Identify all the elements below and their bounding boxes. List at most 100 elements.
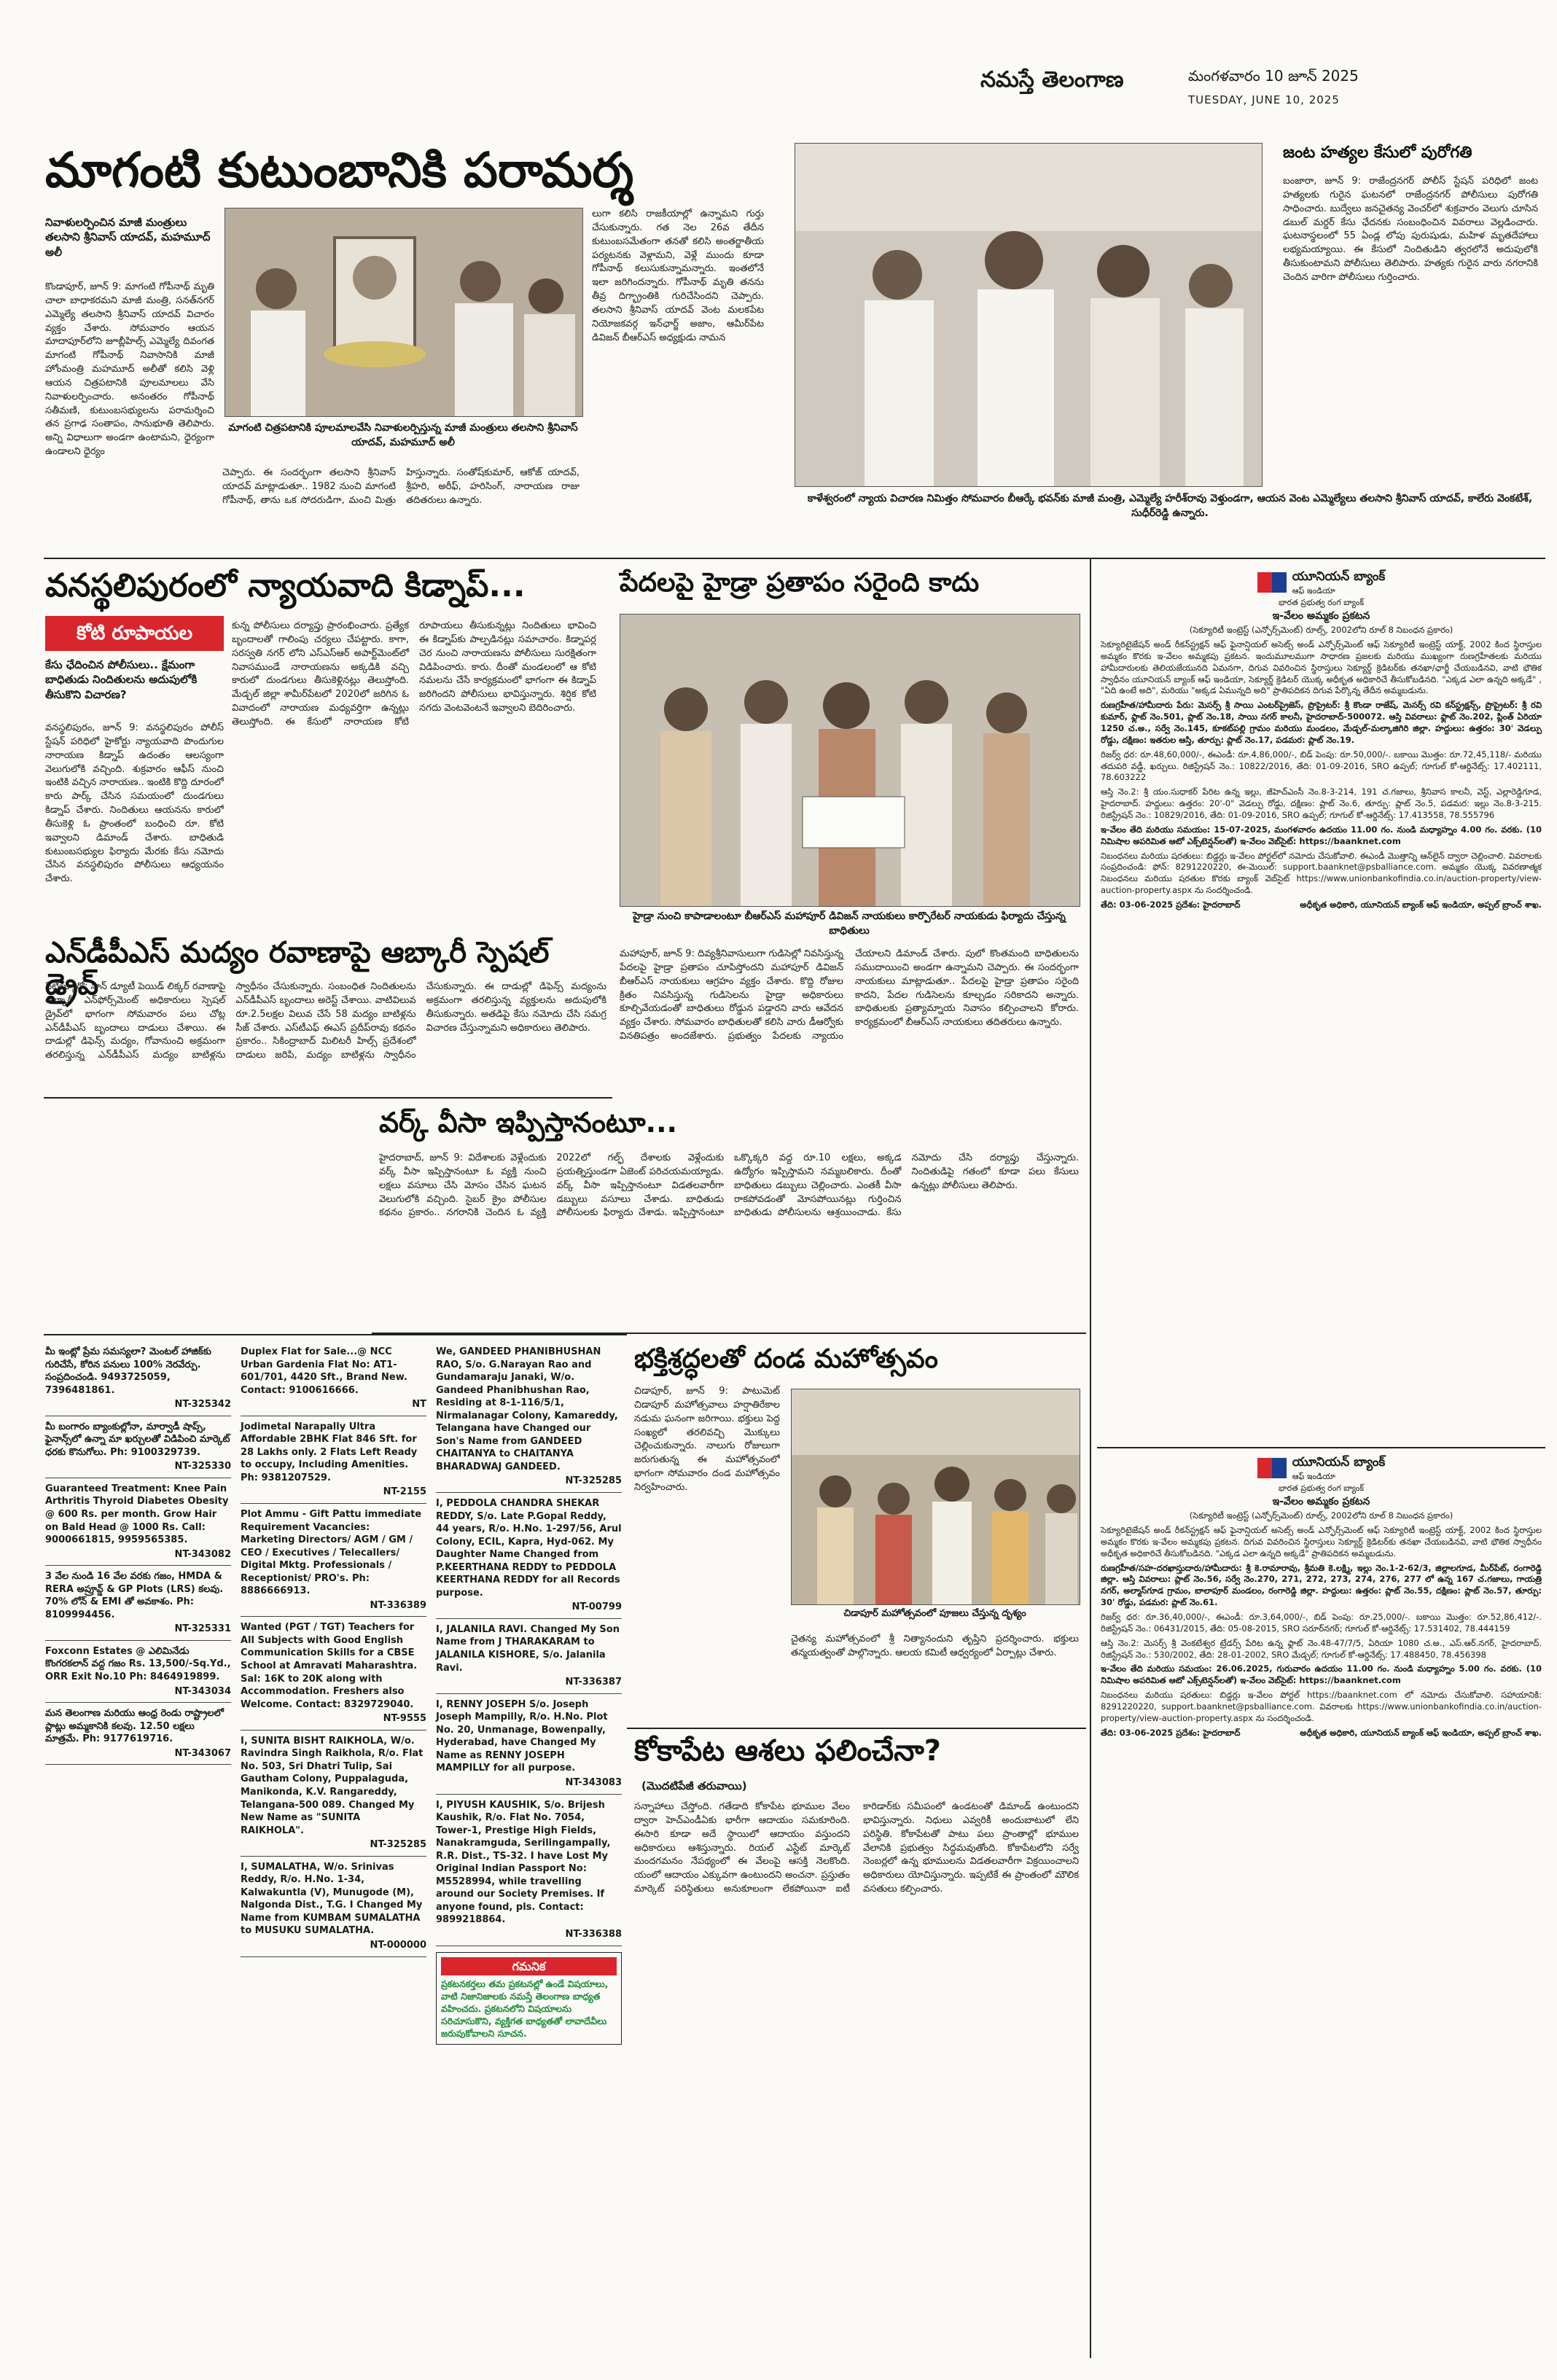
divider	[44, 1097, 612, 1099]
workvisa-headline: వర్క్ వీసా ఇప్పిస్తానంటూ...	[379, 1107, 677, 1139]
classified-text: Duplex Flat for Sale...@ NCC Urban Garde…	[241, 1346, 407, 1396]
classified-code: NT-336387	[565, 1677, 622, 1688]
maganti-col2: చెప్పారు. ఈ సందర్భంగా తలసాని శ్రీనివాస్ …	[222, 467, 580, 547]
classified-code: NT-325285	[370, 1839, 426, 1851]
notice-terms: నిబంధనలు మరియు షరతులు: బిడ్డర్లు ఇ-వేలం …	[1101, 850, 1542, 896]
festival-crowd-photo	[792, 1389, 1080, 1604]
bank-sub: భారత ప్రభుత్వ రంగ బ్యాంక్	[1278, 597, 1365, 607]
murders-photo-caption: కాళేశ్వరంలో న్యాయ విచారణ నిమిత్తం సోమవార…	[807, 493, 1533, 519]
murders-headline: జంట హత్యల కేసులో పురోగతి	[1283, 144, 1472, 162]
classified-text: మీ ఇంట్లో ప్రేమ సమస్యలా? మెంటల్ హాజిక్‌క…	[45, 1346, 211, 1396]
classified-text: I, JALANILA RAVI. Changed My Son Name fr…	[436, 1623, 620, 1674]
maganti-col4-text: హిస్తున్నారు. సంతోష్‌కుమార్, ఆకోజ్ యాదవ్…	[406, 467, 580, 506]
people-photo-illustration	[225, 208, 582, 416]
notice-signature-row: తేది: 03-06-2025 ప్రదేశం: హైదరాబాద్ అధీక…	[1101, 900, 1542, 911]
bhakti-photo	[791, 1389, 1080, 1605]
hydra-photo	[620, 614, 1080, 907]
notice-title: ఇ-వేలం అమ్మకం ప్రకటన	[1272, 609, 1370, 622]
protesters-photo	[620, 614, 1080, 906]
note-box: గమనిక ప్రకటనకర్తలు తమ ప్రకటనల్లో ఉండే వి…	[436, 1951, 622, 2045]
hydra-body: మహాపూర్, జూన్ 9: దివ్యశ్రీనివాసులుగా గుడ…	[620, 948, 1079, 1232]
bank-sub: భారత ప్రభుత్వ రంగ బ్యాంక్	[1278, 1483, 1365, 1493]
paper-name: నమస్తే తెలంగాణ	[980, 67, 1124, 93]
notice-footer: ఇ-వేలం తేది మరియు సమయం: 26.06.2025, గురు…	[1101, 1663, 1542, 1686]
notice-body: సెక్యూరిటైజేషన్ అండ్ రీకన్‌స్ట్రక్షన్ ఆఫ…	[1101, 1524, 1542, 1558]
hydra-col1-text: మహాపూర్, జూన్ 9: దివ్యశ్రీనివాసులుగా గుడ…	[620, 948, 961, 1042]
classified-ad: Foxconn Estates @ ఎలిమినేడు కొంగరకలాన్ వ…	[45, 1641, 231, 1704]
classified-text: I, SUNITA BISHT RAIKHOLA, W/o. Ravindra …	[241, 1735, 424, 1836]
workvisa-body: హైదరాబాద్, జూన్ 9: విదేశాలకు వెళ్లేందుకు…	[379, 1152, 1079, 1327]
classified-ad: I, RENNY JOSEPH S/o. Joseph Joseph Mampi…	[436, 1694, 622, 1795]
classified-ad: Plot Ammu - Gift Pattu immediate Require…	[241, 1504, 426, 1618]
classified-code: NT-343082	[174, 1548, 231, 1560]
hydra-caption: హైడ్రా నుంచి కాపాడాలంటూ బీఆర్ఎస్ మహాపూర్…	[633, 910, 1066, 937]
classified-text: I, SUMALATHA, W/o. Srinivas Reddy, R/o. …	[241, 1861, 423, 1937]
notice-sign: అధీకృత అధికారి, యూనియన్ బ్యాంక్ ఆఫ్ ఇండి…	[1300, 1727, 1542, 1738]
note-box-title: గమనిక	[441, 1956, 617, 1976]
notice-sign-date: తేది: 03-06-2025 ప్రదేశం: హైదరాబాద్	[1101, 1727, 1241, 1738]
notice-sign-date: తేది: 03-06-2025 ప్రదేశం: హైదరాబాద్	[1101, 900, 1241, 910]
murders-photo	[795, 143, 1263, 487]
kokapet-col1-text: సన్నాహాలు చేస్తోంది. గతేడాది కోకాపేట భూమ…	[634, 1801, 850, 1868]
classified-code: NT-343083	[565, 1776, 622, 1788]
murders-body: బంజారా, జూన్ 9: రాజేంద్రనగర్ పోలీస్ స్టే…	[1283, 176, 1538, 283]
classified-text: Jodimetal Narapally Ultra Affordable 2BH…	[241, 1421, 418, 1483]
divider	[1090, 558, 1091, 2358]
hydra-headline: పేదలపై హైడ్రా ప్రతాపం సరైంది కాదు	[620, 568, 980, 598]
classified-code: NT	[412, 1399, 426, 1411]
classified-code: NT-325342	[174, 1399, 231, 1411]
classified-code: NT-336388	[565, 1928, 622, 1940]
classified-code: NT-325285	[565, 1475, 622, 1487]
notice-details: రిజర్వ్ ధర: రూ.36,40,000/-, ఈఎండీ: రూ.3,…	[1101, 1611, 1542, 1634]
kokapet-col1b-text: నిధులు ఎవ్వరికీ అందుబాటులో లేని పరిస్థిత…	[863, 1814, 1079, 1854]
notice-borrowers: రుణగ్రహీత/సహ-దరఖాస్తుదారు/హామీదారు: శ్రీ…	[1101, 1562, 1542, 1608]
divider	[627, 1728, 1086, 1729]
bank-tagline: ఆఫ్ ఇండియా	[1292, 586, 1335, 596]
classified-ad: I, JALANILA RAVI. Changed My Son Name fr…	[436, 1619, 622, 1694]
bank-name: యూనియన్ బ్యాంక్	[1292, 569, 1386, 584]
classified-code: NT-325330	[174, 1461, 231, 1472]
bhakti-photo-caption: చిడాపూర్ మహోత్సవంలో పూజలు చేస్తున్న దృశ్…	[843, 1608, 1026, 1619]
bhakti-col3: చైతన్య మహోత్సవంలో శ్రీ నిత్యానందుని తృప్…	[791, 1634, 1079, 1658]
bhakti-headline: భక్తిశ్రద్ధలతో దండ మహోత్సవం	[634, 1344, 938, 1374]
classified-text: Wanted (PGT / TGT) Teachers for All Subj…	[241, 1622, 418, 1710]
notice-terms: నిబంధనలు మరియు షరతులు: బిడ్డర్లు ఇ-వేలం …	[1101, 1690, 1542, 1723]
kidnap-col2: కున్న పోలీసులు దర్యాప్తు ప్రారంభించారు. …	[232, 620, 596, 926]
ndps-col1-text: సిటీబ్యూరో: నాన్ డ్యూటీ పెయిడ్ లిక్కర్ ర…	[45, 981, 416, 1061]
notice-borrowers: రుణగ్రహీత/హామీదారు పేరు: మెసర్స్ శ్రీ సా…	[1101, 700, 1542, 745]
maganti-col3: లుగా కలిసి రాజకీయాల్లో ఉన్నామని గుర్తు చ…	[592, 208, 764, 550]
classified-text: మీ బంగారం బ్యాంకుల్లోనా, మార్వాడీ షాప్స్…	[45, 1421, 230, 1458]
date-telugu: మంగళవారం 10 జూన్ 2025	[1188, 67, 1359, 85]
kokapet-subhead: (మొదటిపేజీ తరువాయి)	[641, 1779, 747, 1792]
divider	[44, 558, 1545, 559]
union-bank-notice-2: యూనియన్ బ్యాంక్ ఆఫ్ ఇండియా భారత ప్రభుత్వ…	[1101, 1454, 1542, 1739]
notice-subtitle: (సెక్యూరిటీ ఇంట్రెస్ట్ (ఎన్ఫోర్స్‌మెంట్)…	[1189, 1510, 1453, 1521]
notice-sign: అధీకృత అధికారి, యూనియన్ బ్యాంక్ ఆఫ్ ఇండి…	[1300, 900, 1542, 910]
workvisa-col2-text: ఇప్పిస్తానంటూ ఒక్కొక్కరి వద్ద రూ.10 లక్ష…	[672, 1152, 1079, 1219]
divider	[372, 1333, 1086, 1334]
kidnap-col1: వనస్థలిపురం, జూన్ 9: వనస్థలిపురం పోలీస్ …	[45, 722, 224, 885]
maganti-headline: మాగంటి కుటుంబానికి పరామర్శ	[45, 142, 634, 198]
classified-ad: Jodimetal Narapally Ultra Affordable 2BH…	[241, 1416, 426, 1505]
notice-details-2: ఆస్తి నెం.2: శ్రీ యం.సుధాకర్ పేరిట ఉన్న …	[1101, 787, 1542, 820]
classified-code: NT-00799	[571, 1601, 622, 1613]
classifieds-col3: We, GANDEED PHANIBHUSHAN RAO, S/o. G.Nar…	[436, 1341, 622, 2045]
kidnap-badge: కోటి రూపాయల డిమాండ్	[45, 616, 224, 679]
classified-ad: 3 వేల నుండి 16 వేల వరకు గజం, HMDA & RERA…	[45, 1566, 231, 1641]
classified-ad: I, PIYUSH KAUSHIK, S/o. Brijesh Kaushik,…	[436, 1795, 622, 1946]
classified-ad: We, GANDEED PHANIBHUSHAN RAO, S/o. G.Nar…	[436, 1341, 622, 1494]
classified-text: Plot Ammu - Gift Pattu immediate Require…	[241, 1509, 422, 1597]
bank-tagline: ఆఫ్ ఇండియా	[1292, 1472, 1335, 1482]
classified-ad: I, PEDDOLA CHANDRA SHEKAR REDDY, S/o. La…	[436, 1493, 622, 1619]
classified-text: 3 వేల నుండి 16 వేల వరకు గజం, HMDA & RERA…	[45, 1571, 224, 1620]
notice-subtitle: (సెక్యూరిటీ ఇంట్రెస్ట్ (ఎన్ఫోర్స్‌మెంట్)…	[1189, 625, 1453, 636]
maganti-col2-text: చెప్పారు. ఈ సందర్భంగా తలసాని శ్రీనివాస్ …	[222, 467, 396, 506]
bank-name: యూనియన్ బ్యాంక్	[1292, 1455, 1386, 1470]
union-bank-notice-1: యూనియన్ బ్యాంక్ ఆఫ్ ఇండియా భారత ప్రభుత్వ…	[1101, 569, 1542, 911]
classified-ad: Guaranteed Treatment: Knee Pain Arthriti…	[45, 1478, 231, 1566]
classified-code: NT-2155	[383, 1486, 426, 1498]
classified-ad: I, SUMALATHA, W/o. Srinivas Reddy, R/o. …	[241, 1857, 426, 1957]
bank-logo-row: యూనియన్ బ్యాంక్ ఆఫ్ ఇండియా	[1101, 1454, 1542, 1483]
classified-ad: మీ బంగారం బ్యాంకుల్లోనా, మార్వాడీ షాప్స్…	[45, 1416, 231, 1478]
classified-code: NT-343067	[174, 1747, 231, 1759]
